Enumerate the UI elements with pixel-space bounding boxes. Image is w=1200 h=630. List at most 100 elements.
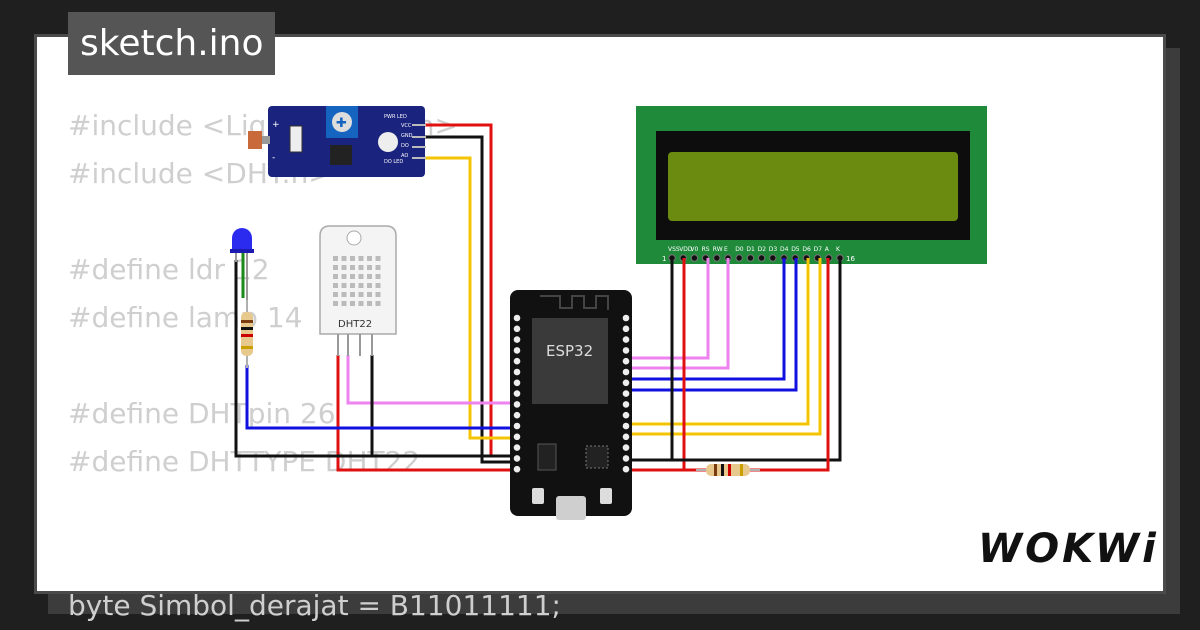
dht-grill-hole (367, 256, 372, 261)
esp32-pin (513, 390, 521, 397)
ldr-minus-label: - (272, 153, 275, 163)
dht-grill-hole (375, 274, 381, 279)
lcd-pin-label: D3 (769, 246, 778, 253)
dht-grill-hole (341, 292, 347, 297)
wokwi-logo: WOKWi (978, 526, 1159, 572)
esp32-left-header (513, 314, 521, 473)
lcd-pin-label: E (724, 246, 728, 253)
lcd-pin (690, 254, 699, 262)
dht-grill-hole (358, 283, 364, 288)
en-button[interactable] (532, 488, 544, 504)
dht-grill-hole (333, 256, 338, 261)
dht-grill-hole (350, 292, 355, 297)
wire-lcd-k (628, 258, 842, 462)
dht-grill-hole (358, 301, 364, 306)
dht-grill-hole (333, 301, 338, 306)
wire-lcd-e (628, 258, 730, 370)
ldr-gnd-label: GND (401, 133, 413, 139)
wire-led-resistor (245, 365, 517, 430)
dht-grill-hole (358, 292, 364, 297)
esp32-pin (513, 411, 521, 419)
esp32-pin (513, 379, 521, 387)
wire-led-gnd (234, 260, 517, 458)
esp32-pin (513, 347, 521, 354)
resistor-led[interactable] (241, 300, 253, 368)
esp32-pin (513, 422, 521, 430)
dht-grill-hole (367, 274, 372, 279)
dht-grill-hole (358, 265, 364, 270)
dht-grill-hole (358, 256, 364, 261)
wire-lcd-d4 (628, 258, 786, 381)
dht-grill-hole (367, 283, 372, 288)
wire-dht-vcc (336, 355, 517, 472)
dht-grill-hole (350, 283, 355, 288)
lcd-pin-label: D1 (746, 246, 755, 253)
esp32-pin (622, 336, 630, 343)
dht-grill-hole (350, 301, 355, 306)
esp32-pin (622, 401, 630, 408)
ldr-ao-label: AO (401, 153, 408, 159)
lcd-pin-label: D6 (802, 246, 811, 253)
lcd-pin-first: 1 (662, 255, 666, 263)
lcd-pin-label: K (836, 246, 841, 253)
esp32-pin (513, 357, 521, 365)
esp32-pin (513, 368, 521, 376)
ldr-pwr-led-label: PWR LED (384, 114, 407, 120)
potentiometer-icon: ✚ (336, 116, 347, 131)
dht-grill-hole (350, 274, 355, 279)
dht-grill-hole (333, 265, 338, 270)
esp32-pin (622, 325, 630, 333)
lcd-pin-label: D7 (814, 246, 823, 253)
wire-lcd-d5 (628, 258, 798, 392)
wire-dht-gnd (370, 355, 517, 458)
code-line: byte Simbol_derajat = B11011111; (68, 589, 561, 622)
dht-grill-hole (367, 265, 372, 270)
wire-lcd-vdd (628, 258, 686, 472)
dht-grill-hole (375, 292, 381, 297)
lcd-pin (769, 254, 777, 262)
esp32-right-header (622, 314, 630, 473)
dht-grill-hole (350, 265, 355, 270)
lcd-pin-label: V0 (690, 246, 698, 253)
esp32-chip-label: ESP32 (546, 342, 593, 360)
esp32-pin (622, 444, 630, 451)
dht-grill-hole (367, 301, 372, 306)
resistor-backlight[interactable] (696, 464, 760, 476)
esp32-pin (622, 422, 630, 430)
dht-grill-hole (333, 292, 338, 297)
lcd-pin-label: RW (713, 246, 723, 253)
lcd-pin (713, 254, 721, 262)
ldr-vcc-label: VCC (401, 123, 412, 129)
esp32-pin (622, 379, 630, 387)
code-line: #define DHTpin 26 (68, 397, 336, 430)
wires (234, 123, 842, 472)
dht-grill-hole (333, 283, 338, 288)
blue-led[interactable] (230, 228, 254, 300)
lcd-pin (757, 254, 766, 262)
dht-grill-hole (341, 301, 347, 306)
dht-grill-hole (375, 256, 381, 261)
esp32-pin (513, 433, 521, 441)
filename-badge: sketch.ino (68, 12, 276, 75)
esp32-board[interactable]: ESP32 (510, 290, 632, 520)
lcd-pin (735, 254, 743, 262)
dht-grill-hole (375, 301, 381, 306)
boot-button[interactable] (600, 488, 612, 504)
esp32-pin (622, 465, 630, 473)
esp32-pin (513, 336, 521, 343)
esp32-pin (622, 411, 630, 419)
esp32-pin (622, 347, 630, 354)
lcd-pin-last: 16 (846, 255, 855, 263)
wire-lcd-rs (628, 258, 710, 360)
wire-dht-data (346, 355, 517, 405)
esp32-pin (622, 433, 630, 441)
lcd-pin-label: VDD (679, 246, 693, 253)
ldr-module[interactable]: ✚ + - PWR LED VCC GND DO AO DO LED (248, 106, 426, 177)
usb-port (556, 496, 586, 520)
dht-grill (333, 256, 381, 306)
dht22-sensor[interactable]: DHT22 (319, 225, 397, 356)
ldr-plus-label: + (272, 120, 280, 130)
dht-grill-hole (341, 256, 347, 261)
